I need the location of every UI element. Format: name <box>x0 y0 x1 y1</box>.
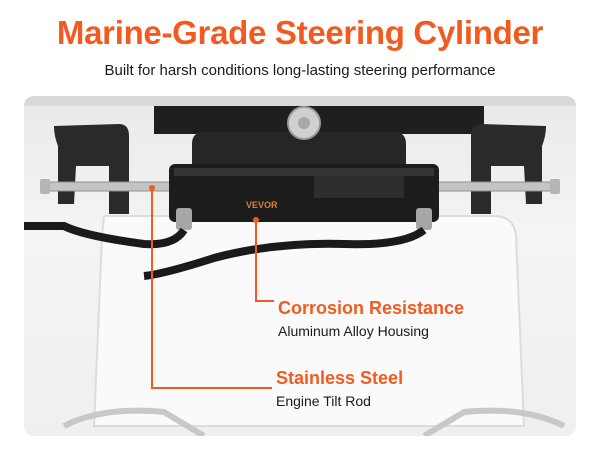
page-title: Marine-Grade Steering Cylinder <box>56 14 544 51</box>
callout-steel: Stainless Steel Engine Tilt Rod <box>276 368 403 409</box>
left-mount-bracket <box>54 124 129 214</box>
right-hose <box>143 226 427 280</box>
callout-corrosion-title: Corrosion Resistance <box>278 298 465 318</box>
callout-line-steel <box>151 188 272 389</box>
steering-cylinder-illustration: VEVOR <box>24 96 576 436</box>
callout-steel-title: Stainless Steel <box>276 368 404 388</box>
callout-corrosion-detail: Aluminum Alloy Housing <box>278 323 429 339</box>
page-subtitle: Built for harsh conditions long-lasting … <box>104 62 496 79</box>
mounting-plate <box>192 132 406 166</box>
left-hose <box>24 222 188 249</box>
callout-corrosion: Corrosion Resistance Aluminum Alloy Hous… <box>278 298 464 339</box>
brand-mark: VEVOR <box>246 200 278 210</box>
right-fitting <box>416 208 432 230</box>
callout-steel-detail: Engine Tilt Rod <box>276 393 371 409</box>
callout-line-corrosion <box>255 220 274 302</box>
left-fitting <box>176 208 192 230</box>
product-photo: VEVOR Corrosion Resistance Aluminum Allo… <box>24 96 576 436</box>
right-mount-bracket <box>471 124 546 214</box>
boat-panel <box>92 215 526 427</box>
